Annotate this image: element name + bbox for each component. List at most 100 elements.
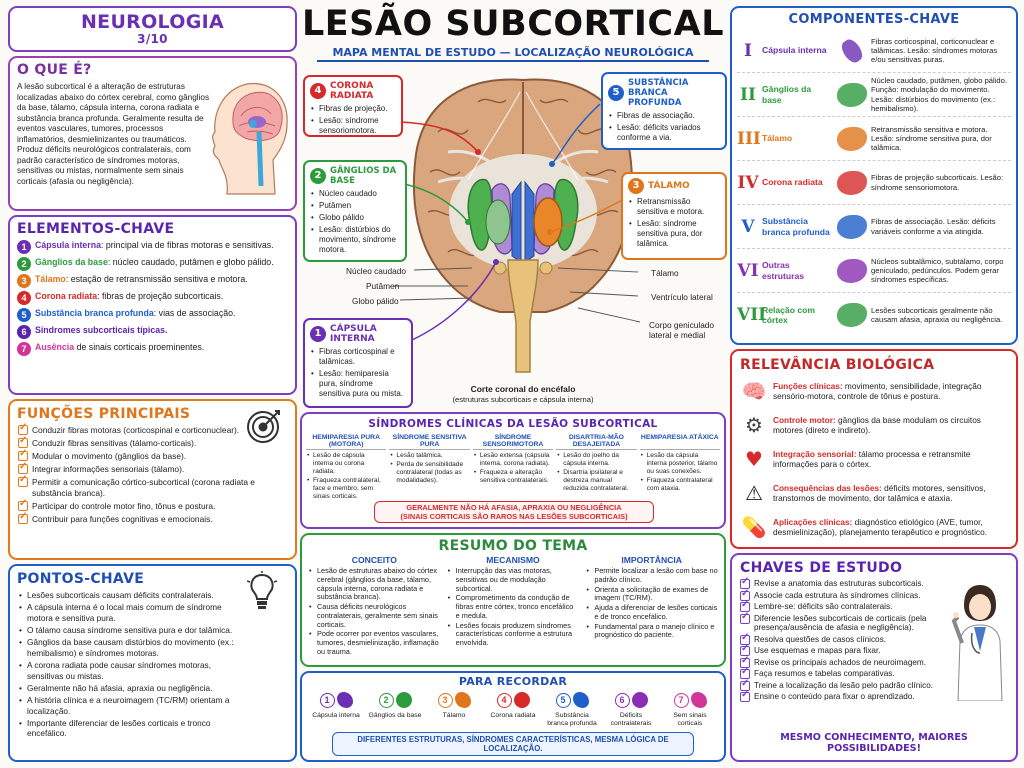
funcoes-title: FUNÇÕES PRINCIPAIS — [17, 406, 191, 422]
sindrome-item: Lesão de cápsula interna ou corona radia… — [306, 452, 386, 476]
elemento-term: Gânglios da base — [35, 257, 108, 267]
callout-title: TÁLAMO — [648, 181, 690, 191]
callout-list: Retransmissão sensitiva e motora.Lesão: … — [628, 197, 720, 249]
ponto-item: Lesões subcorticais causam déficits cont… — [18, 590, 248, 601]
elemento-desc: de sinais corticais proeminentes. — [74, 342, 205, 352]
elemento-text: Substância branca profunda: vias de asso… — [35, 308, 235, 319]
relevancia-text: Controle motor: gânglios da base modulam… — [769, 415, 1009, 436]
recordar-label: Cápsula interna — [312, 712, 360, 719]
structure-icon — [837, 170, 867, 195]
callout-list: Fibras de projeção.Lesão: síndrome senso… — [310, 104, 396, 135]
recordar-label: Corona radiata — [490, 712, 536, 719]
brain-icon: 🧠 — [741, 379, 767, 403]
componente-numeral: IV — [737, 172, 759, 193]
recordar-icon-row: 1 — [308, 689, 364, 711]
resumo-item: Lesões focais produzem síndromes caracte… — [447, 621, 580, 648]
recordar-title: PARA RECORDAR — [458, 675, 568, 688]
pontos-list: Lesões subcorticais causam déficits cont… — [10, 590, 256, 739]
elemento-item: 5 Substância branca profunda: vias de ass… — [17, 308, 288, 322]
elemento-desc: : núcleo caudado, putâmen e globo pálido… — [107, 257, 274, 267]
sindromes-columns: HEMIPARESIA PURA (MOTORA)Lesão de cápsul… — [302, 430, 724, 501]
chave-text: Diferencie lesões subcorticais de cortic… — [754, 613, 927, 633]
checkbox-icon — [740, 611, 750, 624]
sindrome-list: Lesão talâmica.Perda de sensibilidade co… — [389, 452, 469, 485]
sindrome-header: SÍNDROME SENSITIVA PURA — [389, 434, 470, 450]
label-globo-palido: Globo pálido — [352, 296, 399, 306]
componente-desc: Núcleos subtalâmico, subtálamo, corpo ge… — [871, 256, 1004, 285]
head-brain-icon — [212, 82, 288, 195]
chaves-footer: MESMO CONHECIMENTO, MAIORES POSSIBILIDAD… — [780, 732, 968, 754]
callout-item: Fibras de projeção. — [310, 104, 396, 114]
chave-item: Treine a localização da lesão pelo padrã… — [740, 678, 934, 691]
recordar-label: Tálamo — [442, 712, 466, 719]
resumo-columns: CONCEITOLesão de estruturas abaixo do có… — [302, 554, 724, 659]
checkbox-icon — [18, 511, 28, 524]
elemento-text: Corona radiata: fibras de projeção subco… — [35, 291, 223, 302]
resumo-column: IMPORTÂNCIAPermite localizar a lesão com… — [585, 555, 718, 658]
main-subtitle: MAPA MENTAL DE ESTUDO — LOCALIZAÇÃO NEUR… — [332, 46, 694, 59]
sindromes-title: SÍNDROMES CLÍNICAS DA LESÃO SUBCORTICAL — [368, 418, 658, 430]
structure-icon — [513, 692, 530, 708]
elemento-desc: : estação de retransmissão sensitiva e m… — [65, 274, 248, 284]
target-icon — [247, 410, 280, 443]
sindrome-column: HEMIPARESIA ATÁXICALesão da cápsula inte… — [639, 434, 721, 501]
componente-name: Substância branca profunda — [762, 216, 830, 237]
chave-text: Associe cada estrutura às síndromes clín… — [754, 590, 921, 600]
chave-item: Revise a anatomia das estruturas subcort… — [740, 576, 934, 589]
elemento-number: 5 — [17, 308, 31, 322]
label-nucleo-caudado: Núcleo caudado — [346, 266, 406, 276]
resumo-header: MECANISMO — [486, 555, 540, 565]
caption-sub: (estruturas subcorticais e cápsula inter… — [452, 395, 594, 404]
relevancia-term: Controle motor: — [773, 414, 836, 425]
callout-number: 3 — [628, 178, 644, 194]
relevancia-desc: tálamo processa e retransmite informaçõe… — [773, 448, 971, 469]
resumo-title: RESUMO DO TEMA — [438, 538, 588, 554]
sindrome-list: Lesão de cápsula interna ou corona radia… — [306, 452, 386, 500]
chave-text: Treine a localização da lesão pelo padrã… — [754, 680, 934, 690]
resumo-item: Permite localizar a lesão com base no pa… — [585, 566, 718, 585]
warning-icon: ⚠ — [745, 481, 763, 505]
componente-name: Relação com córtex — [762, 304, 816, 325]
componente-numeral: III — [737, 128, 761, 149]
sindrome-list: Lesão do joelho da cápsula interna.Disar… — [556, 452, 636, 493]
label-putamen: Putâmen — [366, 281, 400, 291]
title-block: LESÃO SUBCORTICAL MAPA MENTAL DE ESTUDO … — [300, 4, 726, 62]
chave-text: Lembre-se: déficits são contralaterais. — [754, 602, 893, 611]
note-line-1: GERALMENTE NÃO HÁ AFASIA, APRAXIA OU NEG… — [406, 503, 622, 512]
relevancia-term: Consequências das lesões: — [773, 482, 882, 493]
elemento-text: Gânglios da base: núcleo caudado, putâme… — [35, 257, 274, 268]
pill-icon: 💊 — [741, 515, 767, 539]
resumo-item: Fundamental para o manejo clínico e prog… — [585, 622, 718, 641]
chaves-panel: CHAVES DE ESTUDO Revise a anatomia das e… — [730, 553, 1018, 762]
funcao-text: Conduzir fibras motoras (corticospinal e… — [32, 425, 240, 435]
recordar-icon-row: 7 — [662, 689, 718, 711]
componente-name: Cápsula interna — [762, 45, 827, 56]
sindrome-header: DISARTRIA-MÃO DESAJEITADA — [556, 434, 637, 450]
callout-item: Lesão: síndrome sensitiva pura, dor talâ… — [628, 219, 720, 249]
resumo-item: Causa déficits neurológicos contralatera… — [308, 602, 441, 629]
componente-desc: Lesões subcorticais geralmente não causa… — [871, 305, 1003, 324]
funcao-text: Permitir a comunicação córtico-subcortic… — [32, 477, 255, 498]
sindrome-item: Lesão talâmica. — [389, 452, 469, 460]
ponto-item: Importante diferenciar de lesões cortica… — [18, 718, 248, 739]
relevancia-item: ♥Integração sensorial: tálamo processa e… — [739, 445, 1009, 473]
chave-item: Faça resumos e tabelas comparativas. — [740, 666, 934, 680]
structure-icon — [838, 35, 866, 66]
recordar-number: 4 — [496, 692, 512, 708]
relevancia-desc: movimento, sensibilidade, integração sen… — [773, 380, 982, 401]
sindrome-column: SÍNDROME SENSITIVA PURA Lesão talâmica.Pe… — [389, 434, 470, 501]
relevancia-item: ⚙ Controle motor: gânglios da base modula… — [739, 411, 1009, 439]
gear-icon: ⚙ — [745, 413, 763, 437]
funcao-text: Conduzir fibras sensitivas (tálamo-corti… — [32, 438, 197, 448]
